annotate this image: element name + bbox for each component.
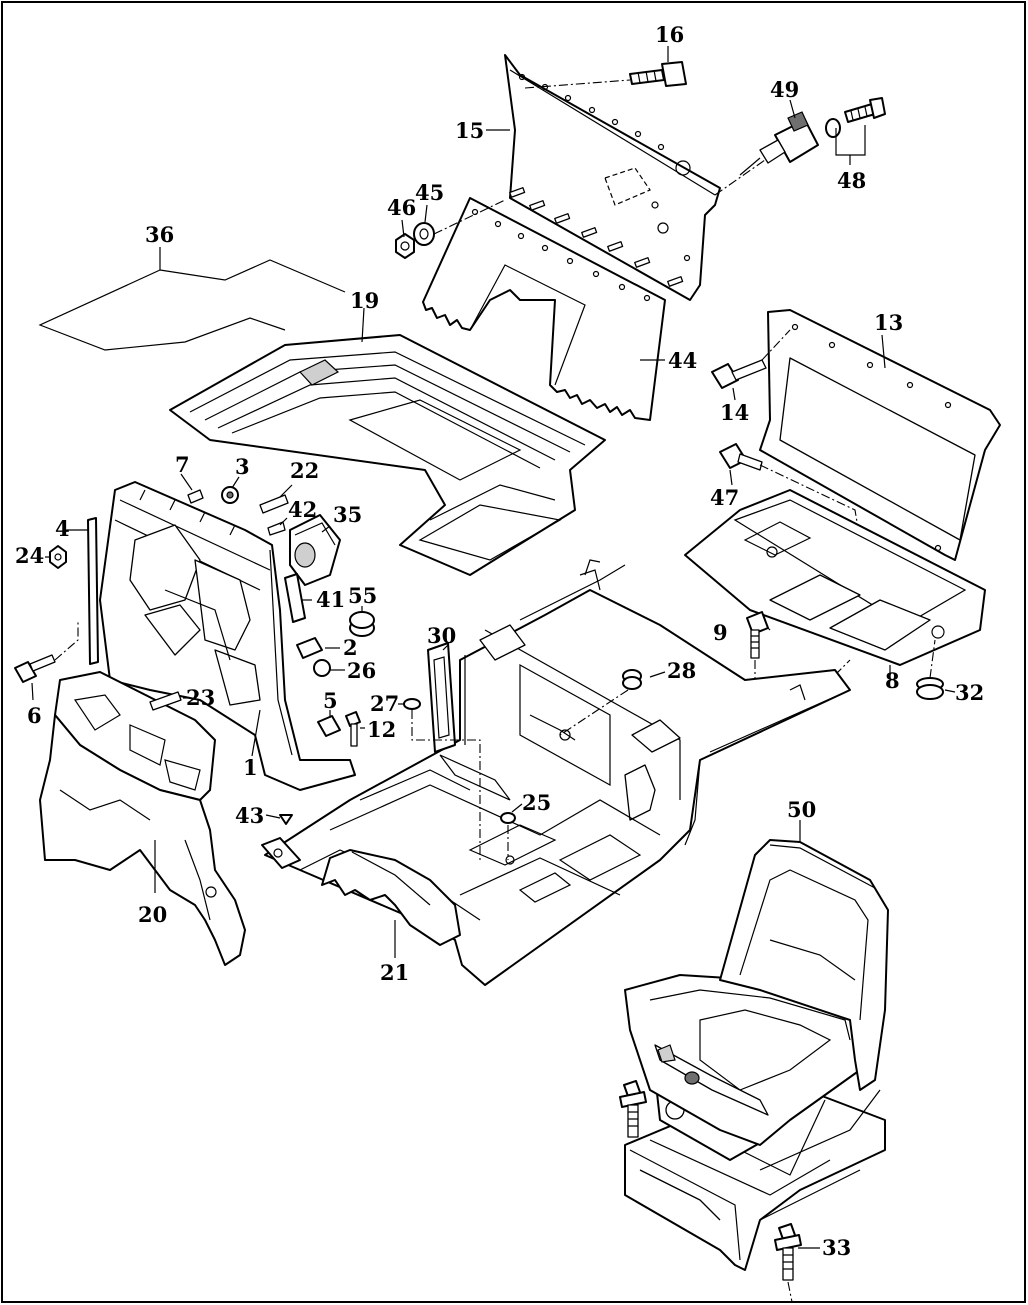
callout-46: 46: [387, 195, 416, 220]
bolt-flange-lower: [719, 443, 763, 471]
spacer-5: [317, 715, 341, 737]
callout-5: 5: [323, 688, 338, 713]
dash-panel-frame: [99, 481, 356, 791]
callout-44: 44: [668, 348, 697, 373]
seat-bolt-right: [774, 1223, 802, 1281]
plug-26: [313, 659, 331, 677]
grommet-28-leader-path: [559, 689, 629, 736]
bolt: [629, 61, 687, 87]
nut-24: [49, 545, 67, 569]
callout-30: 30: [427, 623, 456, 648]
callout-3: 3: [235, 454, 250, 479]
vertical-strip-4: [87, 517, 99, 665]
callout-21: 21: [380, 960, 409, 985]
bolt-flange: [711, 359, 767, 389]
callout-55: 55: [348, 583, 377, 608]
plug-27: [403, 698, 481, 860]
sensor-leader-path: [714, 159, 766, 196]
bolt-6: [14, 654, 56, 683]
clip-43: [279, 814, 293, 825]
callout-45: 45: [415, 180, 444, 205]
grommet-3: [221, 486, 239, 504]
grommet-32: [916, 639, 944, 700]
seat-bolt-left: [619, 1080, 647, 1138]
dash-insulator: [39, 671, 246, 966]
bolt-42: [267, 521, 286, 536]
switch-sensor: [739, 111, 819, 176]
operator-seat: [624, 839, 889, 1271]
callout-15: 15: [455, 118, 484, 143]
seat-bolt-leader-path: [787, 1281, 793, 1303]
grommet-55: [349, 611, 375, 637]
rear-window-panel: [759, 309, 1001, 561]
nut: [395, 233, 415, 259]
callout-22: 22: [290, 458, 319, 483]
bolt-12: [345, 711, 361, 747]
bolt-leader-path: [524, 79, 631, 89]
callout-50: 50: [787, 797, 816, 822]
rubber-flap: [422, 197, 666, 421]
callout-4: 4: [55, 516, 70, 541]
bolt-7: [187, 489, 204, 504]
callout-36: 36: [145, 222, 174, 247]
callout-1: 1: [243, 755, 258, 780]
callout-2: 2: [343, 635, 358, 660]
callout-42: 42: [288, 497, 317, 522]
bolt-flange-leader-path: [761, 329, 791, 361]
callout-48: 48: [837, 168, 866, 193]
washer-leader-path: [433, 199, 506, 235]
callout-47: 47: [710, 485, 739, 510]
washer: [413, 222, 435, 246]
callout-20: 20: [138, 902, 167, 927]
callout-9: 9: [713, 620, 728, 645]
callout-41: 41: [316, 587, 345, 612]
callout-32: 32: [955, 680, 984, 705]
callout-33: 33: [822, 1235, 851, 1260]
callout-7: 7: [175, 452, 190, 477]
grommet-28: [622, 669, 642, 690]
upper-bracket-plate: [504, 54, 721, 301]
screw-and-washer: [825, 97, 886, 138]
callout-13: 13: [874, 310, 903, 335]
bolt-22: [259, 494, 289, 514]
plug-25: [500, 812, 516, 860]
floor-mat-outline: [38, 259, 346, 351]
bolt-23: [149, 691, 182, 711]
callout-8: 8: [885, 668, 900, 693]
callout-26: 26: [347, 658, 376, 683]
callout-labels: 16 15 49 48 46 45 36 19 44 13 14 47 9 8 …: [15, 22, 984, 1260]
callout-23: 23: [186, 685, 215, 710]
floor-bolt: [746, 611, 769, 659]
side-insulator: [321, 849, 461, 946]
pad-2: [296, 637, 323, 659]
floor-mat: [169, 334, 606, 576]
callout-24: 24: [15, 543, 44, 568]
boot-35: [289, 514, 341, 586]
callout-43: 43: [235, 803, 264, 828]
floor-rail: [261, 837, 301, 869]
callout-leaders: [31, 46, 956, 1249]
strip-41: [284, 573, 306, 623]
callout-49: 49: [770, 77, 799, 102]
callout-27: 27: [370, 691, 399, 716]
callout-25: 25: [522, 790, 551, 815]
callout-14: 14: [720, 400, 749, 425]
callout-19: 19: [350, 288, 379, 313]
callout-16: 16: [655, 22, 684, 47]
floor-plate: [684, 489, 986, 666]
callout-28: 28: [667, 658, 696, 683]
cover-plate: [427, 642, 456, 753]
callout-35: 35: [333, 502, 362, 527]
callout-6: 6: [27, 703, 42, 728]
callout-12: 12: [367, 717, 396, 742]
bolt-6-leader-path: [54, 620, 79, 661]
